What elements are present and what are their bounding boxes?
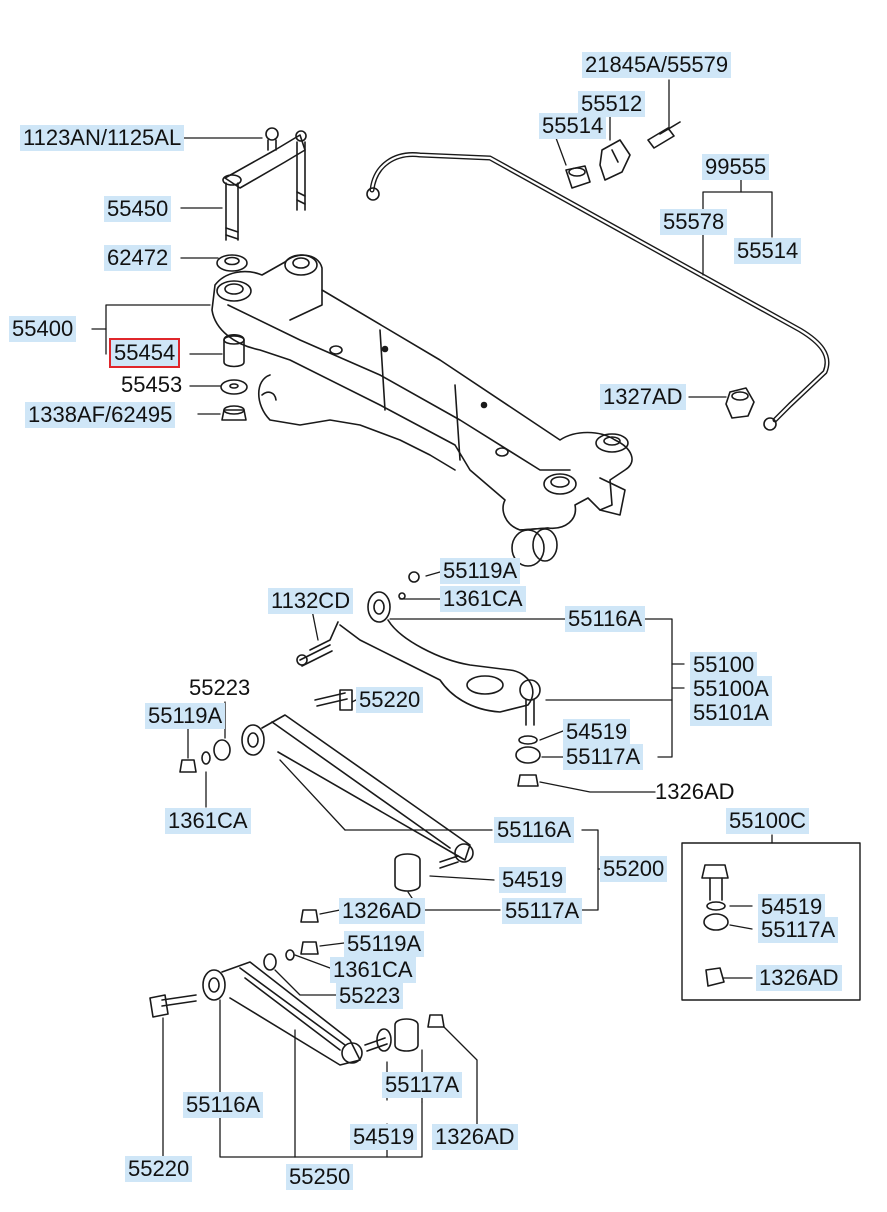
label-55512[interactable]: 55512 (578, 91, 646, 117)
label-1338af-62495[interactable]: 1338AF/62495 (25, 402, 176, 428)
label-55100[interactable]: 55100 (690, 652, 758, 678)
label-1361ca-upper[interactable]: 1361CA (440, 586, 526, 612)
label-55220-upper[interactable]: 55220 (356, 687, 424, 713)
label-55454-selected[interactable]: 55454 (108, 338, 181, 368)
label-55450[interactable]: 55450 (104, 196, 172, 222)
label-54519-upper[interactable]: 54519 (563, 719, 631, 745)
label-55119a-lateral[interactable]: 55119A (145, 703, 226, 729)
label-55116a-lower[interactable]: 55116A (183, 1092, 264, 1118)
label-55116a-upper[interactable]: 55116A (565, 606, 646, 632)
stabilizer-bar-drawing (366, 121, 830, 431)
label-55117a-lower[interactable]: 55117A (382, 1072, 463, 1098)
label-54519-lateral[interactable]: 54519 (499, 867, 567, 893)
label-55100a[interactable]: 55100A (690, 676, 772, 702)
label-62472[interactable]: 62472 (104, 245, 172, 271)
label-54519-kit[interactable]: 54519 (758, 894, 826, 920)
label-55578[interactable]: 55578 (660, 209, 728, 235)
label-54519-lower[interactable]: 54519 (350, 1124, 418, 1150)
lower-arm-drawing (149, 909, 445, 1066)
label-55400[interactable]: 55400 (9, 316, 77, 342)
kit-55100c-drawing (681, 842, 861, 1001)
label-1361ca-lower[interactable]: 1361CA (330, 957, 416, 983)
label-55250[interactable]: 55250 (286, 1164, 354, 1190)
mount-bushing-stack-drawing (220, 333, 248, 421)
crossmember-drawing (211, 254, 633, 567)
label-55119a-upper[interactable]: 55119A (440, 558, 521, 584)
label-1326ad-lateral[interactable]: 1326AD (339, 898, 425, 924)
label-55117a-lateral[interactable]: 55117A (502, 898, 583, 924)
leader-lines (91, 79, 773, 1158)
label-1327ad[interactable]: 1327AD (600, 384, 686, 410)
label-55223-lower[interactable]: 55223 (336, 983, 404, 1009)
label-55101a[interactable]: 55101A (690, 700, 772, 726)
label-99555[interactable]: 99555 (702, 154, 770, 180)
label-55117a-kit[interactable]: 55117A (758, 917, 839, 943)
label-55200[interactable]: 55200 (600, 856, 668, 882)
mounting-bracket-drawing (216, 127, 307, 272)
upper-arm-drawing (296, 571, 541, 787)
label-1326ad-lower[interactable]: 1326AD (432, 1124, 518, 1150)
label-55453[interactable]: 55453 (121, 372, 183, 397)
label-1326ad-upper[interactable]: 1326AD (655, 779, 735, 804)
label-55223-upper[interactable]: 55223 (189, 675, 251, 700)
label-1132cd[interactable]: 1132CD (268, 588, 354, 614)
label-21845a-55579[interactable]: 21845A/55579 (582, 52, 732, 78)
label-1123an-1125al[interactable]: 1123AN/1125AL (20, 125, 185, 151)
label-55117a-upper[interactable]: 55117A (563, 744, 644, 770)
label-1361ca-lateral[interactable]: 1361CA (165, 808, 251, 834)
lateral-arm-drawing (179, 689, 474, 892)
label-55116a-lateral[interactable]: 55116A (494, 817, 575, 843)
label-55119a-lower[interactable]: 55119A (344, 931, 425, 957)
label-1326ad-kit[interactable]: 1326AD (756, 965, 842, 991)
label-55100c[interactable]: 55100C (726, 808, 810, 834)
label-55220-lower[interactable]: 55220 (125, 1156, 193, 1182)
label-55514-bushing[interactable]: 55514 (539, 113, 607, 139)
label-55514-link[interactable]: 55514 (734, 238, 802, 264)
